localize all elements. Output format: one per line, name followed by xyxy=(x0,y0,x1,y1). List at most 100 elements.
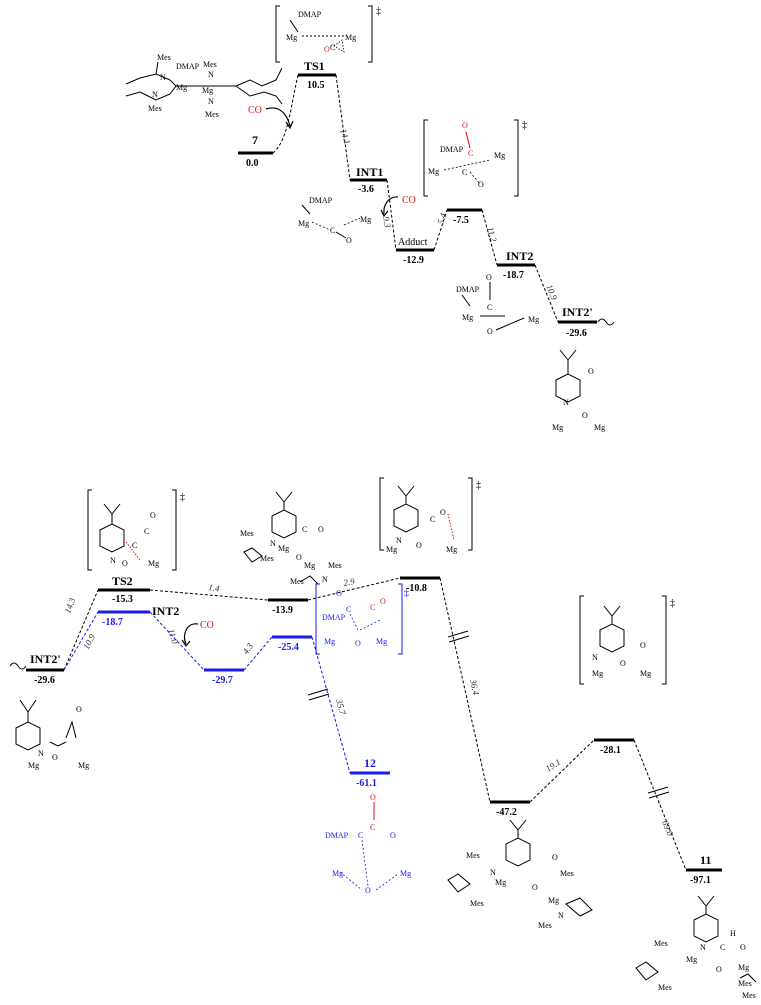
structure-12: O C C O DMAP Mg O Mg xyxy=(325,793,411,895)
diagram-stroke xyxy=(15,699,41,751)
diagram-text: -47.2 xyxy=(496,807,517,818)
diagram-stroke xyxy=(386,179,397,251)
structure-ts2: ‡ N C C O O Mg xyxy=(87,489,185,571)
diagram-text: -29.7 xyxy=(212,675,233,686)
structure-ts1: ‡ DMAP Mg Mg O C xyxy=(275,5,381,63)
diagram-text: Mes xyxy=(148,104,162,113)
diagram-text: O xyxy=(380,597,386,606)
level-m10-8: -10.8 xyxy=(400,576,440,594)
diagram-text: 35.7 xyxy=(334,697,348,716)
level-ts2: TS2 -15.3 xyxy=(98,574,150,605)
continuation-wavy-top xyxy=(597,318,615,326)
diagram-text: C xyxy=(302,525,307,534)
diagram-text: O xyxy=(355,639,361,648)
diagram-text: C xyxy=(720,943,725,952)
diagram-text: Mg xyxy=(386,545,397,554)
diagram-text: N xyxy=(700,943,706,952)
diagram-text: DMAP xyxy=(456,285,480,294)
structure-m28-1: ‡ N Mg O Mg O xyxy=(579,595,675,685)
diagram-stroke xyxy=(243,636,273,671)
diagram-text: C xyxy=(330,43,335,52)
diagram-text: O xyxy=(150,511,156,520)
diagram-stroke xyxy=(307,577,401,601)
structure-int2-top: DMAP Mg O C O Mg xyxy=(456,273,539,336)
co-reagent-3: CO xyxy=(200,620,214,631)
diagram-stroke xyxy=(335,231,347,239)
structure-m13-9: N Mg Mes Mes C O O Mg Mes N Mes xyxy=(240,491,342,586)
diagram-text: N xyxy=(160,73,166,82)
diagram-stroke xyxy=(465,131,471,149)
diagram-text: -29.6 xyxy=(34,675,55,686)
diagram-stroke xyxy=(443,159,491,185)
diagram-text: N xyxy=(322,575,328,584)
diagram-text: C xyxy=(370,823,375,832)
diagram-text: N xyxy=(490,868,496,877)
diagram-text: -18.7 xyxy=(102,617,123,628)
diagram-text: -61.1 xyxy=(356,778,377,789)
diagram-text: Mg xyxy=(345,33,356,42)
diagram-stroke xyxy=(447,630,469,638)
level-int1: INT1 -3.6 xyxy=(350,165,387,195)
diagram-text: -13.9 xyxy=(272,605,293,616)
state-value-int2p-top: -29.6 xyxy=(566,328,587,339)
level-int2p-top: INT2' -29.6 xyxy=(558,305,597,339)
diagram-text: Mg xyxy=(428,167,439,176)
diagram-text: N xyxy=(152,90,158,99)
co-arrow-1 xyxy=(265,107,291,127)
diagram-text: O xyxy=(370,793,376,802)
diagram-stroke xyxy=(149,611,205,671)
diagram-text: O xyxy=(122,559,128,568)
diagram-text: N xyxy=(563,398,569,407)
diagram-text: ‡ xyxy=(670,598,675,609)
diagram-text: Mes xyxy=(466,851,480,860)
diagram-stroke xyxy=(181,639,191,648)
diagram-stroke xyxy=(633,739,687,871)
diagram-text: O xyxy=(416,541,422,550)
diagram-stroke xyxy=(63,611,99,671)
diagram-text: C xyxy=(430,515,435,524)
diagram-stroke xyxy=(335,74,351,181)
level-ts-top: -7.5 xyxy=(447,208,482,226)
diagram-stroke xyxy=(555,349,581,403)
diagram-text: O xyxy=(532,883,538,892)
diagram-stroke xyxy=(693,895,719,943)
level-m25-4: -25.4 xyxy=(272,635,312,653)
diagram-text: O xyxy=(440,508,446,517)
diagram-text: Mes xyxy=(205,110,219,119)
level-m13-9: -13.9 xyxy=(268,598,308,616)
diagram-text: Mg xyxy=(494,151,505,160)
diagram-text: Mg xyxy=(304,561,315,570)
level-12: 12 -61.1 xyxy=(350,756,390,789)
bottom-blue-connectors xyxy=(63,611,351,774)
diagram-stroke xyxy=(243,547,319,585)
structure-int1: DMAP Mg C O Mg xyxy=(298,196,371,245)
diagram-text: O xyxy=(390,831,396,840)
diagram-text: Mg xyxy=(738,963,749,972)
diagram-text: DMAP xyxy=(325,831,349,840)
state-label-int2p-top: INT2' xyxy=(562,305,593,319)
diagram-text: N xyxy=(558,911,564,920)
diagram-text: O xyxy=(487,327,493,336)
state-label-int1: INT1 xyxy=(356,165,383,179)
diagram-text: Mg xyxy=(640,669,651,678)
structure-ts-top: ‡ DMAP Mg O C C O Mg xyxy=(423,119,527,197)
structure-7 xyxy=(125,61,283,105)
state-label-7: 7 xyxy=(252,133,258,147)
diagram-text: N xyxy=(208,97,214,106)
diagram-text: O xyxy=(552,853,558,862)
level-m47-2: -47.2 xyxy=(490,800,530,818)
level-int2-top: INT2 -18.7 xyxy=(497,249,535,281)
diagram-text: 12 xyxy=(364,756,376,770)
diagram-text: N xyxy=(592,653,598,662)
diagram-text: -25.4 xyxy=(278,642,299,653)
diagram-text: C xyxy=(330,226,335,235)
barrier-11-2: 11.2 xyxy=(485,226,499,244)
diagram-stroke xyxy=(380,209,389,218)
diagram-text: Mes xyxy=(470,899,484,908)
diagram-text: O xyxy=(318,525,324,534)
diagram-text: Mes xyxy=(560,869,574,878)
diagram-text: Mes xyxy=(738,979,752,988)
diagram-text: ‡ xyxy=(522,120,527,131)
diagram-stroke xyxy=(349,613,381,631)
diagram-stroke xyxy=(379,477,473,551)
